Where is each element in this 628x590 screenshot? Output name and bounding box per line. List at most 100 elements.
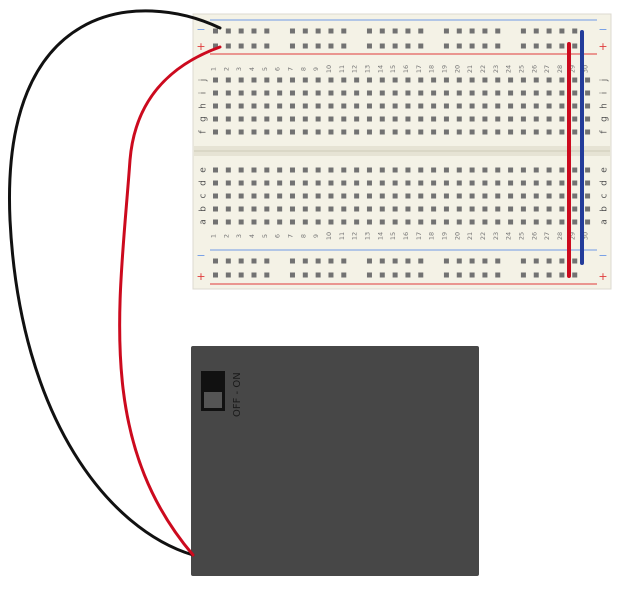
terminal-hole[interactable] — [585, 129, 591, 135]
top-positive-rail-hole[interactable] — [418, 43, 424, 49]
terminal-hole[interactable] — [533, 167, 539, 173]
bottom-negative-rail-hole[interactable] — [213, 258, 218, 264]
bottom-positive-rail-hole[interactable] — [238, 272, 244, 278]
bottom-positive-rail-hole[interactable] — [469, 272, 475, 278]
terminal-hole[interactable] — [482, 116, 488, 122]
terminal-hole[interactable] — [341, 77, 347, 83]
terminal-hole[interactable] — [559, 180, 565, 186]
terminal-hole[interactable] — [366, 90, 372, 96]
top-negative-rail-hole[interactable] — [456, 28, 462, 34]
terminal-hole[interactable] — [482, 206, 488, 212]
top-negative-rail-hole[interactable] — [213, 28, 218, 34]
terminal-hole[interactable] — [238, 103, 244, 109]
bottom-positive-rail-hole[interactable] — [315, 272, 321, 278]
terminal-hole[interactable] — [289, 193, 295, 199]
terminal-hole[interactable] — [354, 180, 360, 186]
terminal-hole[interactable] — [302, 167, 308, 173]
bottom-positive-rail-hole[interactable] — [482, 272, 488, 278]
terminal-hole[interactable] — [469, 180, 475, 186]
bottom-negative-rail-hole[interactable] — [225, 258, 231, 264]
terminal-hole[interactable] — [251, 180, 257, 186]
terminal-hole[interactable] — [264, 180, 270, 186]
terminal-hole[interactable] — [508, 77, 514, 83]
terminal-hole[interactable] — [520, 219, 526, 225]
terminal-hole[interactable] — [264, 129, 270, 135]
terminal-hole[interactable] — [431, 77, 437, 83]
terminal-hole[interactable] — [315, 77, 321, 83]
terminal-hole[interactable] — [443, 219, 449, 225]
bottom-negative-rail-hole[interactable] — [559, 258, 565, 264]
terminal-hole[interactable] — [264, 193, 270, 199]
bottom-negative-rail-hole[interactable] — [328, 258, 334, 264]
bottom-positive-rail-hole[interactable] — [302, 272, 308, 278]
top-positive-rail-hole[interactable] — [366, 43, 372, 49]
terminal-hole[interactable] — [264, 206, 270, 212]
terminal-hole[interactable] — [366, 180, 372, 186]
terminal-hole[interactable] — [546, 180, 552, 186]
terminal-hole[interactable] — [366, 167, 372, 173]
terminal-hole[interactable] — [213, 193, 218, 199]
top-negative-rail-hole[interactable] — [559, 28, 565, 34]
terminal-hole[interactable] — [341, 167, 347, 173]
terminal-hole[interactable] — [328, 219, 334, 225]
terminal-hole[interactable] — [379, 103, 385, 109]
bottom-negative-rail-hole[interactable] — [456, 258, 462, 264]
terminal-hole[interactable] — [277, 219, 283, 225]
terminal-hole[interactable] — [302, 219, 308, 225]
bottom-positive-rail-hole[interactable] — [546, 272, 552, 278]
terminal-hole[interactable] — [354, 116, 360, 122]
terminal-hole[interactable] — [418, 219, 424, 225]
terminal-hole[interactable] — [482, 90, 488, 96]
terminal-hole[interactable] — [520, 193, 526, 199]
terminal-hole[interactable] — [238, 206, 244, 212]
bottom-positive-rail-hole[interactable] — [379, 272, 385, 278]
top-negative-rail-hole[interactable] — [469, 28, 475, 34]
terminal-hole[interactable] — [251, 193, 257, 199]
terminal-hole[interactable] — [354, 167, 360, 173]
terminal-hole[interactable] — [213, 206, 218, 212]
terminal-hole[interactable] — [482, 129, 488, 135]
terminal-hole[interactable] — [469, 77, 475, 83]
terminal-hole[interactable] — [418, 77, 424, 83]
terminal-hole[interactable] — [379, 116, 385, 122]
terminal-hole[interactable] — [302, 116, 308, 122]
terminal-hole[interactable] — [469, 219, 475, 225]
terminal-hole[interactable] — [251, 167, 257, 173]
terminal-hole[interactable] — [264, 103, 270, 109]
terminal-hole[interactable] — [379, 77, 385, 83]
terminal-hole[interactable] — [392, 219, 398, 225]
bottom-negative-rail-hole[interactable] — [418, 258, 424, 264]
terminal-hole[interactable] — [508, 167, 514, 173]
top-negative-rail-hole[interactable] — [328, 28, 334, 34]
top-positive-rail-hole[interactable] — [328, 43, 334, 49]
terminal-hole[interactable] — [431, 180, 437, 186]
terminal-hole[interactable] — [559, 193, 565, 199]
terminal-hole[interactable] — [456, 180, 462, 186]
terminal-hole[interactable] — [508, 206, 514, 212]
terminal-hole[interactable] — [482, 193, 488, 199]
bottom-negative-rail-hole[interactable] — [251, 258, 257, 264]
terminal-hole[interactable] — [431, 193, 437, 199]
terminal-hole[interactable] — [213, 129, 218, 135]
bottom-negative-rail-hole[interactable] — [482, 258, 488, 264]
bottom-positive-rail-hole[interactable] — [366, 272, 372, 278]
terminal-hole[interactable] — [238, 167, 244, 173]
terminal-hole[interactable] — [469, 103, 475, 109]
top-positive-rail-hole[interactable] — [264, 43, 270, 49]
terminal-hole[interactable] — [456, 90, 462, 96]
terminal-hole[interactable] — [443, 116, 449, 122]
terminal-hole[interactable] — [559, 129, 565, 135]
terminal-hole[interactable] — [341, 116, 347, 122]
top-negative-rail-hole[interactable] — [238, 28, 244, 34]
terminal-hole[interactable] — [354, 206, 360, 212]
terminal-hole[interactable] — [277, 180, 283, 186]
terminal-hole[interactable] — [533, 90, 539, 96]
terminal-hole[interactable] — [354, 90, 360, 96]
terminal-hole[interactable] — [379, 90, 385, 96]
terminal-hole[interactable] — [520, 90, 526, 96]
bottom-positive-rail-hole[interactable] — [572, 272, 578, 278]
terminal-hole[interactable] — [302, 90, 308, 96]
terminal-hole[interactable] — [418, 180, 424, 186]
terminal-hole[interactable] — [431, 206, 437, 212]
terminal-hole[interactable] — [572, 180, 578, 186]
